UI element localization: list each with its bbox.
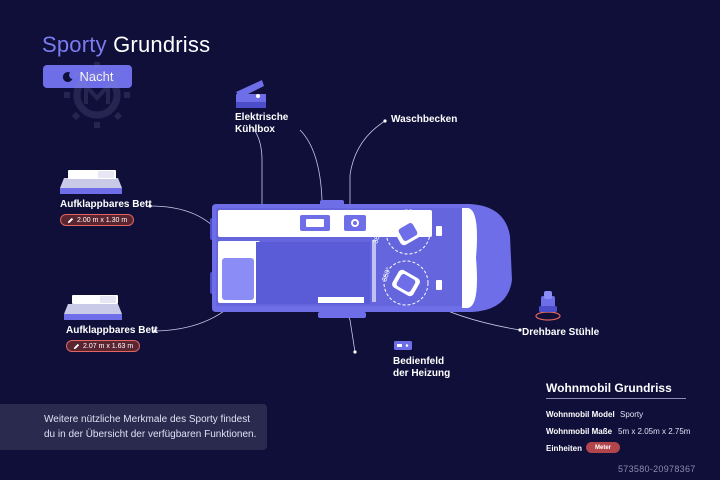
info-box-line2: du in der Übersicht der verfügbaren Funk… xyxy=(44,429,257,440)
heizung-label-line1: Bedienfeld xyxy=(393,356,445,367)
units-toggle-button[interactable]: Meter xyxy=(586,442,620,453)
bett-top-dimension: 2.00 m x 1.30 m xyxy=(77,216,128,224)
kuehlbox-label-line1: Elektrische xyxy=(235,112,289,123)
dims-value: 5m x 2.05m x 2.75m xyxy=(618,427,691,436)
pencil-icon xyxy=(67,217,74,223)
info-box: Weitere nützliche Merkmale des Sporty fi… xyxy=(0,404,267,450)
model-value: Sporty xyxy=(620,410,644,419)
model-key: Wohnmobil Model xyxy=(546,410,615,419)
bett-top-label: Aufklappbares Bett xyxy=(60,199,152,210)
kuehlbox-icon xyxy=(236,80,266,108)
title-main: Grundriss xyxy=(113,32,211,57)
bett-top-dimension-badge: 2.00 m x 1.30 m xyxy=(60,214,135,226)
bed-icon-top xyxy=(60,170,122,194)
bett-bottom-dimension-badge: 2.07 m x 1.63 m xyxy=(66,340,141,352)
specs-title: Wohnmobil Grundriss xyxy=(546,381,672,395)
info-box-line1: Weitere nützliche Merkmale des Sporty fi… xyxy=(44,414,251,425)
page-title: Sporty Grundriss xyxy=(42,32,210,58)
heizung-panel-icon xyxy=(394,341,412,350)
gear-watermark-icon xyxy=(64,62,130,128)
van-floorplan xyxy=(210,200,512,318)
kuehlbox-label: Elektrische Kühlbox xyxy=(235,112,288,136)
moon-icon xyxy=(62,71,73,82)
night-mode-label: Nacht xyxy=(79,69,114,84)
chair-icon xyxy=(535,291,561,321)
heizung-label: Bedienfeld der Heizung xyxy=(393,356,450,380)
waschbecken-label: Waschbecken xyxy=(391,114,458,125)
drehbare-stuehle-label: Drehbare Stühle xyxy=(522,327,600,338)
bett-bottom-label: Aufklappbares Bett xyxy=(66,325,158,336)
units-key: Einheiten xyxy=(546,444,583,453)
heizung-label-line2: der Heizung xyxy=(393,368,451,379)
night-mode-button[interactable]: Nacht xyxy=(43,65,132,88)
pencil-icon xyxy=(73,343,80,349)
watermark-id: 573580-20978367 xyxy=(618,464,696,474)
specs-divider xyxy=(546,398,686,399)
kuehlbox-label-line2: Kühlbox xyxy=(235,124,275,135)
dims-key: Wohnmobil Maße xyxy=(546,427,613,436)
title-accent: Sporty xyxy=(42,32,107,57)
bed-icon-bottom xyxy=(64,295,122,320)
bett-bottom-dimension: 2.07 m x 1.63 m xyxy=(83,342,134,350)
